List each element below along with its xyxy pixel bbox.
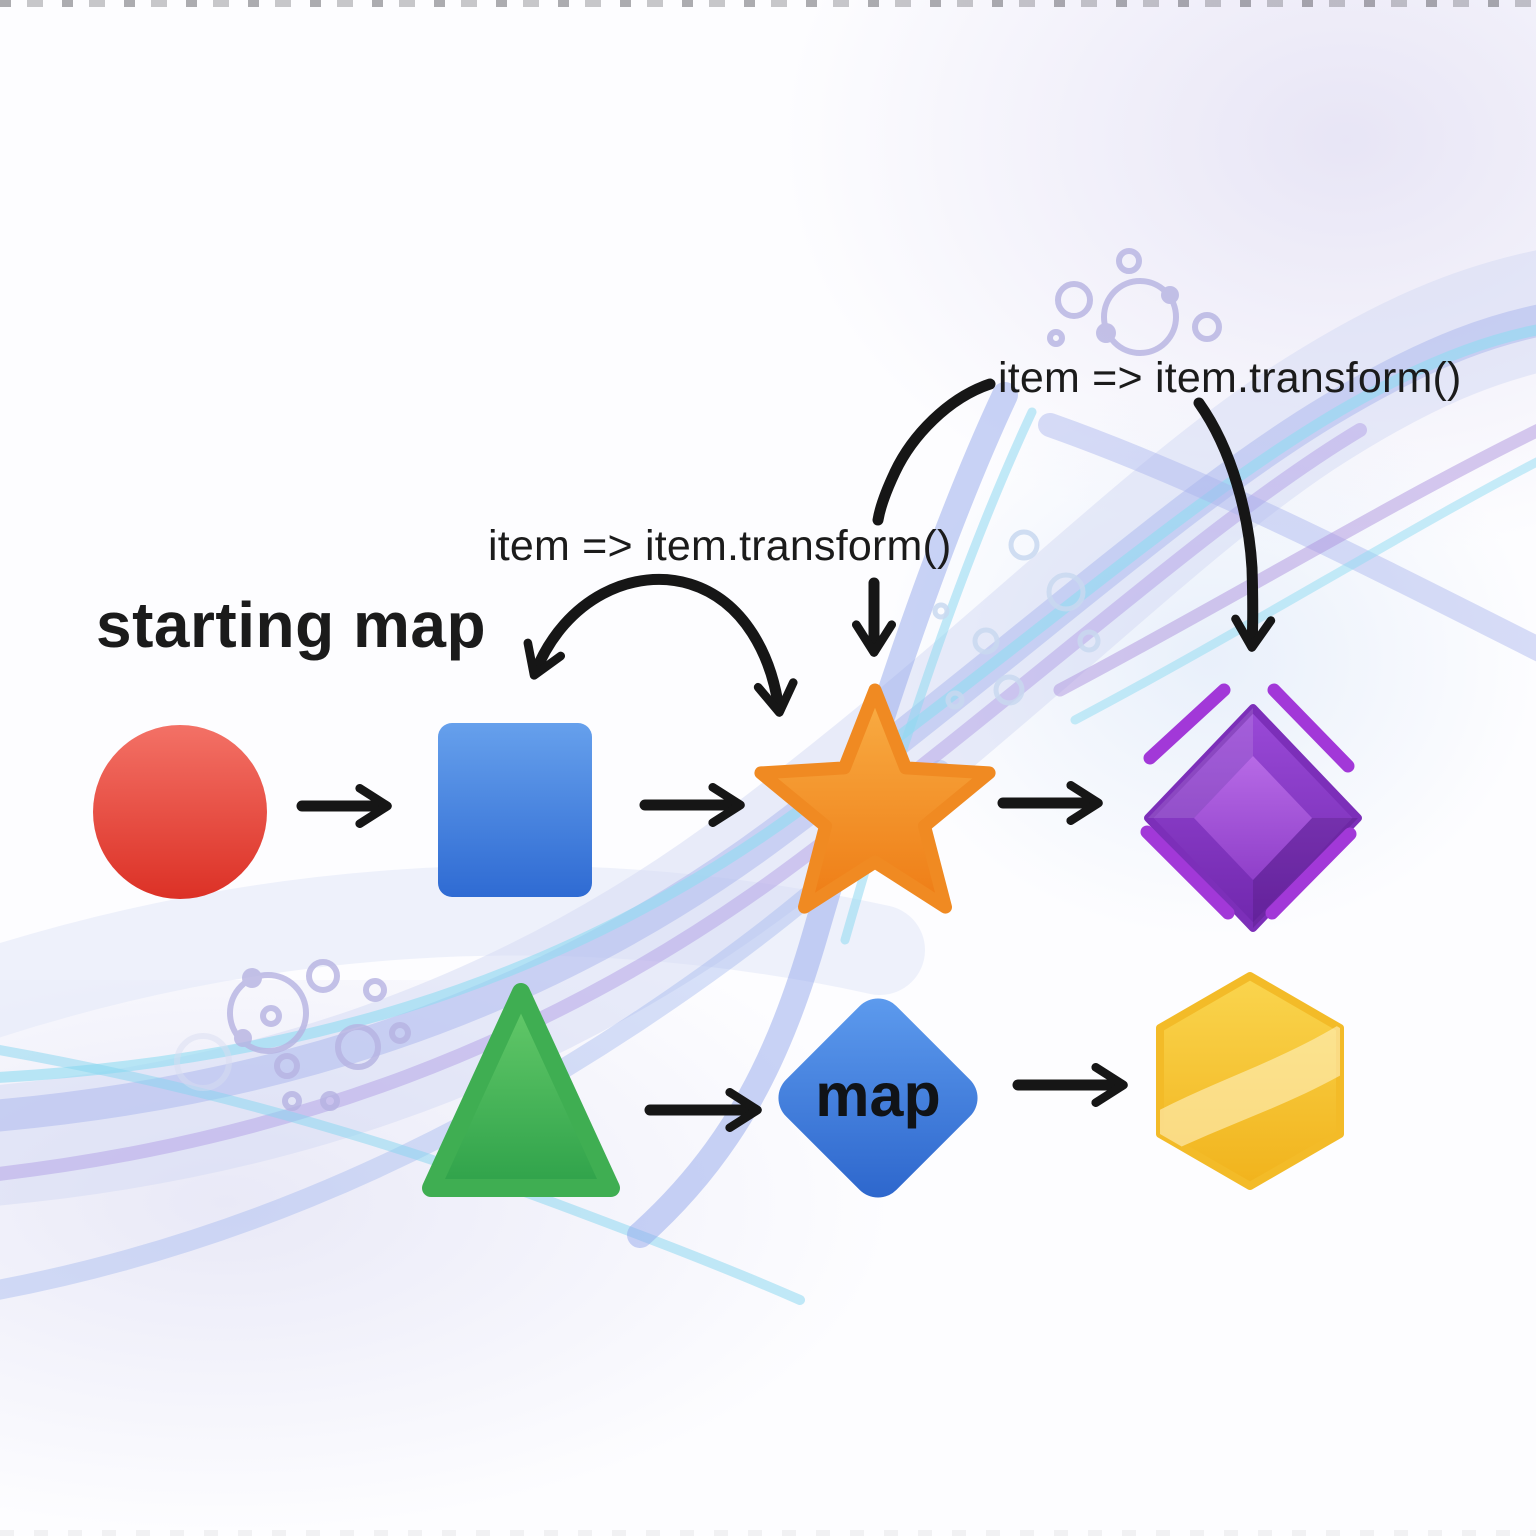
cropped-text-artifact-bottom (0, 1530, 1536, 1536)
bubble-cluster-left (174, 959, 411, 1111)
page-title: starting map (96, 589, 487, 661)
arrow-lambda1-arc (523, 573, 798, 717)
arrow-lambda2-connector (872, 378, 996, 526)
gem-accent-top-left (1143, 683, 1231, 765)
bubble-cluster-wave (932, 529, 1101, 710)
bubble-ring (1008, 529, 1040, 561)
purple-gem (1140, 683, 1362, 932)
bubble-ring (1046, 572, 1086, 612)
bubble-ring (389, 1022, 411, 1044)
bubble-node (234, 1029, 252, 1047)
bubble-ring (174, 1033, 232, 1091)
bubble-ring (993, 674, 1025, 706)
bubble-node (1161, 286, 1179, 304)
gem-accent-bottom-right (1265, 827, 1357, 920)
bubble-ring (306, 959, 340, 993)
cropped-text-artifact-top (0, 0, 1536, 7)
gem-accent-lines (1140, 683, 1357, 920)
arrow-lambda2-to-gem (1193, 397, 1276, 652)
map-node-label: map (815, 1061, 941, 1129)
gem-accent-bottom-left (1140, 825, 1235, 920)
bubble-ring (320, 1091, 340, 1111)
lambda-label-1: item => item.transform() (488, 522, 952, 570)
gem-table (1194, 756, 1312, 880)
bubble-node (242, 968, 262, 988)
bubble-ring (1192, 312, 1222, 342)
blue-square (438, 723, 592, 897)
green-triangle (422, 983, 620, 1197)
orange-star (754, 683, 996, 914)
bubble-ring (932, 602, 950, 620)
hexagon-sheen (1160, 1018, 1340, 1162)
yellow-hexagon (1156, 972, 1344, 1190)
bubble-ring (227, 972, 309, 1054)
flow-arrows (296, 378, 1276, 1133)
bubble-ring (1077, 629, 1101, 653)
bubble-ring (1055, 281, 1093, 319)
bubble-ring (260, 1005, 282, 1027)
bubble-ring (945, 690, 965, 710)
bubble-ring (1047, 329, 1065, 347)
gem-facet-highlight (1148, 708, 1253, 818)
map-diamond (778, 998, 978, 1198)
bubble-ring (1116, 248, 1142, 274)
bubble-ring (335, 1024, 381, 1070)
gem-accent-top-right (1267, 683, 1355, 773)
bubble-ring (274, 1053, 300, 1079)
bubble-ring (363, 978, 387, 1002)
bubble-cluster-top (1047, 248, 1222, 356)
red-circle (93, 725, 267, 899)
bubble-node (1096, 323, 1116, 343)
bubble-ring (1101, 278, 1179, 356)
lambda-label-2: item => item.transform() (998, 354, 1462, 402)
bubble-ring (282, 1091, 302, 1111)
bubble-ring (972, 627, 1000, 655)
